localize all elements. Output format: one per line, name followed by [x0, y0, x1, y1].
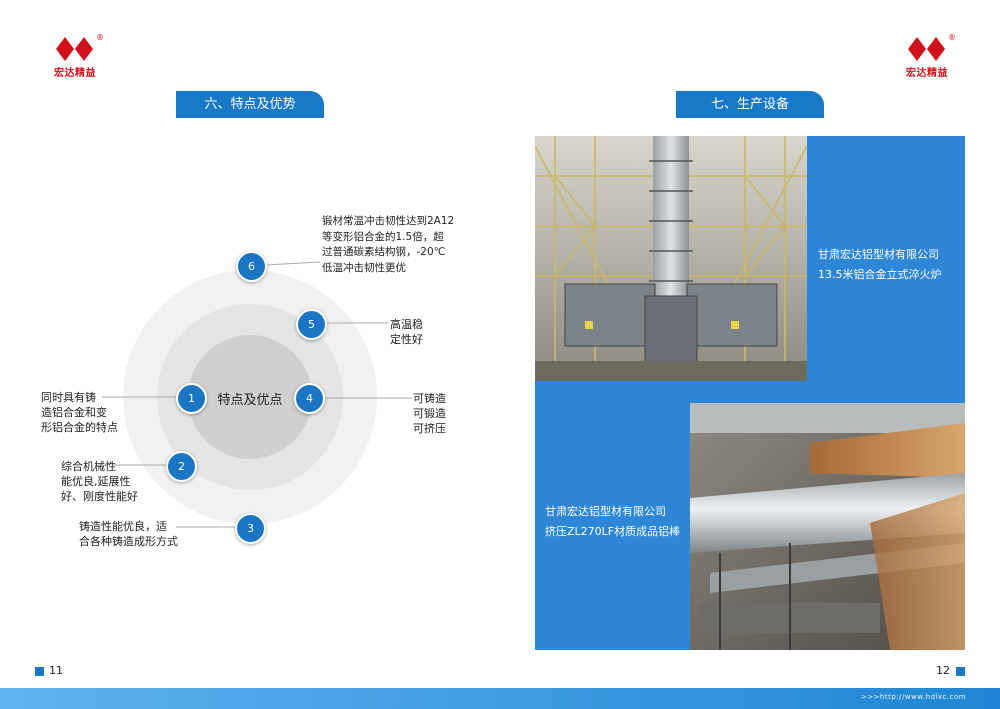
feature-text-5: 高温稳 定性好	[390, 318, 423, 346]
caption-furnace-company: 甘肃宏达铝型材有限公司	[818, 248, 939, 261]
node-1: 1	[176, 383, 207, 414]
brand-name: 宏达精益	[54, 68, 96, 79]
caption-rods-desc: 挤压ZL270LF材质成品铝棒	[545, 525, 681, 538]
node-3: 3	[235, 513, 266, 544]
photo-quench-furnace	[535, 136, 807, 381]
caption-furnace-desc: 13.5米铝合金立式淬火炉	[818, 268, 942, 281]
feature-text-6: 锻材常温冲击韧性达到2A12 等变形铝合金的1.5倍，超 过普通碳素结构钢，-2…	[322, 215, 455, 274]
page-marker-left	[35, 667, 44, 676]
connector-lines	[102, 261, 412, 528]
page-number-left: 11	[49, 664, 63, 677]
caption-furnace: 甘肃宏达铝型材有限公司 13.5米铝合金立式淬火炉	[818, 245, 958, 285]
feature-text-4: 可铸造 可锻造 可挤压	[413, 392, 446, 435]
brand-name: 宏达精益	[906, 68, 948, 79]
node-4: 4	[294, 383, 325, 414]
page-marker-right	[956, 667, 965, 676]
furnace-illustration	[535, 136, 807, 381]
section-title-features: 六、特点及优势	[176, 91, 324, 118]
center-label: 特点及优点	[217, 393, 283, 408]
node-5: 5	[296, 309, 327, 340]
section-title-equipment: 七、生产设备	[676, 91, 824, 118]
feature-text-3: 铸造性能优良，适 合各种铸造成形方式	[79, 520, 178, 548]
caption-rods-company: 甘肃宏达铝型材有限公司	[545, 505, 666, 518]
brand-logo-right: ® 宏达精益	[897, 33, 957, 85]
features-diagram: 特点及优点 1 2 3 4 5 6 同时具有铸 造铝合金和变 形铝合金的特点 综…	[0, 0, 500, 660]
page-number-right: 12	[936, 664, 950, 677]
inner-ring	[188, 335, 312, 459]
node-6: 6	[236, 251, 267, 282]
caption-rods: 甘肃宏达铝型材有限公司 挤压ZL270LF材质成品铝棒	[545, 502, 685, 542]
brand-logo-left: ® 宏达精益	[45, 33, 105, 85]
registered-mark: ®	[96, 33, 104, 42]
node-2: 2	[166, 451, 197, 482]
feature-text-1: 同时具有铸 造铝合金和变 形铝合金的特点	[41, 391, 118, 434]
diamond-logo-icon	[56, 37, 93, 61]
photo-aluminum-rods	[690, 403, 965, 650]
registered-mark: ®	[948, 33, 956, 42]
diamond-logo-icon	[908, 37, 945, 61]
connector-6	[264, 261, 321, 266]
footer-bar	[0, 688, 1000, 709]
feature-text-2: 综合机械性 能优良,延展性 好、刚度性能好	[61, 460, 138, 503]
rods-illustration	[690, 403, 965, 650]
footer-url[interactable]: >>>http://www.hdlxc.com	[860, 693, 966, 701]
